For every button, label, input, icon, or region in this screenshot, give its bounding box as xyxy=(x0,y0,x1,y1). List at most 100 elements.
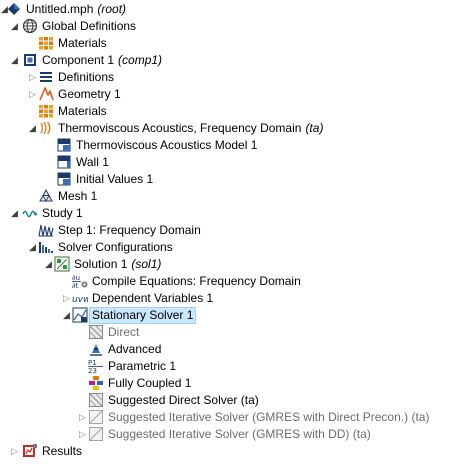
tree-item-label-wrap[interactable]: Results xyxy=(39,443,85,460)
tree-item[interactable]: Initial Values 1 xyxy=(0,171,452,188)
tree-item[interactable]: ◢ Solver Configurations xyxy=(0,239,452,256)
tree-item-label-wrap[interactable]: Fully Coupled 1 xyxy=(105,375,194,392)
tree-item[interactable]: ▷uvwDependent Variables 1 xyxy=(0,290,452,307)
tree-item-label-wrap[interactable]: Untitled.mph(root) xyxy=(23,1,129,18)
tree-item-label-wrap[interactable]: Advanced xyxy=(105,341,164,358)
tree-item[interactable]: ◢ Component 1(comp1) xyxy=(0,52,452,69)
tree-item[interactable]: ▷ Geometry 1 xyxy=(0,86,452,103)
tree-item-label-wrap[interactable]: Solver Configurations xyxy=(55,239,176,256)
tree-item[interactable]: ◢ Study 1 xyxy=(0,205,452,222)
tree-item[interactable]: ▷ Suggested Iterative Solver (GMRES with … xyxy=(0,409,452,426)
tree-item-label-wrap[interactable]: Materials xyxy=(55,35,110,52)
tree-item[interactable]: ▷ Results xyxy=(0,443,452,460)
study-icon xyxy=(22,205,38,221)
tree-item[interactable]: ◢ Global Definitions xyxy=(0,18,452,35)
collapse-arrow-icon[interactable]: ◢ xyxy=(11,21,18,31)
tree-item-tag: (root) xyxy=(97,2,127,16)
tree-item[interactable]: Direct xyxy=(0,324,452,341)
tree-item-label: Results xyxy=(42,444,83,458)
tree-item-label-wrap[interactable]: Wall 1 xyxy=(73,154,112,171)
geometry-icon xyxy=(38,86,54,102)
collapse-arrow-icon[interactable]: ◢ xyxy=(45,259,52,269)
tree-item[interactable]: Suggested Direct Solver (ta) xyxy=(0,392,452,409)
stationary-solver-icon xyxy=(72,307,88,323)
tree-item-tag: (ta) xyxy=(305,121,324,135)
tree-item-label-wrap[interactable]: Thermoviscous Acoustics, Frequency Domai… xyxy=(55,120,326,137)
tree-item-label-wrap[interactable]: Direct xyxy=(105,324,142,341)
tree-item-label-wrap[interactable]: Compile Equations: Frequency Domain xyxy=(89,273,304,290)
svg-text:∂t: ∂t xyxy=(72,282,79,289)
tree-item-label-wrap[interactable]: Global Definitions xyxy=(39,18,139,35)
direct-solver-icon xyxy=(88,392,104,408)
tree-item[interactable]: Mesh 1 xyxy=(0,188,452,205)
boundary-feature-icon xyxy=(56,154,72,170)
collapse-arrow-icon[interactable]: ◢ xyxy=(29,123,36,133)
tree-item-label-wrap[interactable]: Suggested Iterative Solver (GMRES with D… xyxy=(105,409,432,426)
tree-item-label-wrap[interactable]: Initial Values 1 xyxy=(73,171,156,188)
tree-item[interactable]: ▷ Suggested Iterative Solver (GMRES with … xyxy=(0,426,452,443)
tree-item[interactable]: Advanced xyxy=(0,341,452,358)
tree-item[interactable]: Fully Coupled 1 xyxy=(0,375,452,392)
tree-item-label: Advanced xyxy=(108,342,162,356)
tree-item[interactable]: ◢ Untitled.mph(root) xyxy=(0,1,452,18)
fully-coupled-icon xyxy=(88,375,104,391)
tree-item-label-wrap[interactable]: Parametric 1 xyxy=(105,358,179,375)
tree-item-label: Untitled.mph xyxy=(26,2,94,16)
tree-item-label: Compile Equations: Frequency Domain xyxy=(92,274,301,288)
svg-text:P1: P1 xyxy=(88,359,97,367)
tree-item-label: Fully Coupled 1 xyxy=(108,376,192,390)
expand-arrow-icon[interactable]: ▷ xyxy=(63,293,70,303)
domain-feature-icon xyxy=(56,171,72,187)
tree-item-label-wrap[interactable]: Mesh 1 xyxy=(55,188,100,205)
tree-item-label-wrap[interactable]: Study 1 xyxy=(39,205,86,222)
tree-item[interactable]: ◢ Solution 1(sol1) xyxy=(0,256,452,273)
tree-item-label: Solution 1 xyxy=(74,257,128,271)
acoustics-physics-icon xyxy=(38,120,54,136)
tree-item-label: Mesh 1 xyxy=(58,189,98,203)
tree-item[interactable]: ◢ Thermoviscous Acoustics, Frequency Doma… xyxy=(0,120,452,137)
tree-item-label-wrap[interactable]: Definitions xyxy=(55,69,117,86)
tree-item-label: Solver Configurations xyxy=(58,240,173,254)
expand-arrow-icon[interactable]: ▷ xyxy=(29,72,36,82)
expand-arrow-icon[interactable]: ▷ xyxy=(11,446,18,456)
tree-item[interactable]: ▷ Definitions xyxy=(0,69,452,86)
tree-item-tag: (sol1) xyxy=(131,257,162,271)
svg-text:uvw: uvw xyxy=(72,295,88,305)
tree-item-label-wrap[interactable]: Thermoviscous Acoustics Model 1 xyxy=(73,137,260,154)
tree-item-label-wrap[interactable]: Step 1: Frequency Domain xyxy=(55,222,204,239)
collapse-arrow-icon[interactable]: ◢ xyxy=(11,208,18,218)
materials-icon xyxy=(38,35,54,51)
collapse-arrow-icon[interactable]: ◢ xyxy=(11,55,18,65)
tree-item[interactable]: Materials xyxy=(0,103,452,120)
tree-item[interactable]: Step 1: Frequency Domain xyxy=(0,222,452,239)
tree-item-label-wrap[interactable]: Suggested Iterative Solver (GMRES with D… xyxy=(105,426,374,443)
tree-item[interactable]: ◢ Stationary Solver 1 xyxy=(0,307,452,324)
expand-arrow-icon[interactable]: ▷ xyxy=(29,89,36,99)
tree-item-label-wrap[interactable]: Suggested Direct Solver (ta) xyxy=(105,392,262,409)
tree-item[interactable]: Materials xyxy=(0,35,452,52)
collapse-arrow-icon[interactable]: ◢ xyxy=(1,4,8,14)
tree-item-label-wrap[interactable]: Dependent Variables 1 xyxy=(89,290,216,307)
tree-item-label-wrap[interactable]: Materials xyxy=(55,103,110,120)
expand-arrow-icon[interactable]: ▷ xyxy=(79,429,86,439)
tree-item-label-wrap[interactable]: Solution 1(sol1) xyxy=(71,256,164,273)
tree-item-label-wrap[interactable]: Geometry 1 xyxy=(55,86,124,103)
materials-icon xyxy=(38,103,54,119)
tree-item-label: Study 1 xyxy=(42,206,83,220)
collapse-arrow-icon[interactable]: ◢ xyxy=(63,310,70,320)
tree-item-label: Stationary Solver 1 xyxy=(92,308,194,322)
app-model-icon xyxy=(6,1,22,17)
tree-item-label-wrap[interactable]: Stationary Solver 1 xyxy=(89,307,197,324)
tree-item-label-wrap[interactable]: Component 1(comp1) xyxy=(39,52,165,69)
dependent-variables-icon: uvw xyxy=(72,290,91,306)
expand-arrow-icon[interactable]: ▷ xyxy=(79,412,86,422)
tree-item[interactable]: Wall 1 xyxy=(0,154,452,171)
tree-item-label: Thermoviscous Acoustics, Frequency Domai… xyxy=(58,121,302,135)
tree-item-label: Definitions xyxy=(58,70,115,84)
tree-item[interactable]: Thermoviscous Acoustics Model 1 xyxy=(0,137,452,154)
collapse-arrow-icon[interactable]: ◢ xyxy=(29,242,36,252)
tree-item-label: Suggested Iterative Solver (GMRES with D… xyxy=(108,410,430,424)
